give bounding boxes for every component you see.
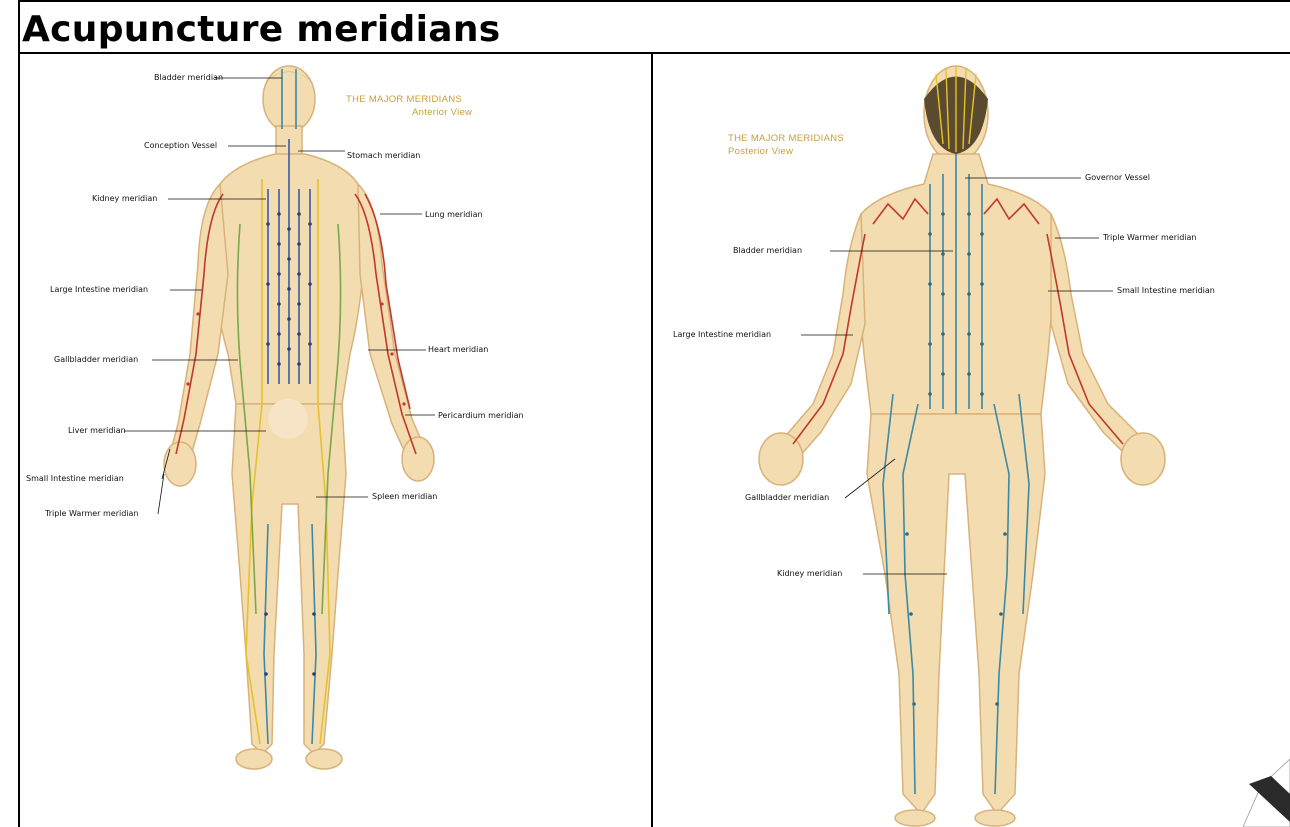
label-triple-warmer-meridian: Triple Warmer meridian bbox=[45, 509, 138, 519]
label-large-intestine-meridian: Large Intestine meridian bbox=[673, 330, 771, 340]
label-kidney-meridian: Kidney meridian bbox=[777, 569, 842, 579]
label-governor-vessel: Governor Vessel bbox=[1085, 173, 1150, 183]
label-stomach-meridian: Stomach meridian bbox=[347, 151, 420, 161]
anterior-body-illustration bbox=[20, 54, 651, 827]
label-small-intestine-meridian: Small Intestine meridian bbox=[1117, 286, 1215, 296]
posterior-heading: THE MAJOR MERIDIANS bbox=[728, 133, 844, 144]
posterior-view-figure: THE MAJOR MERIDIANS Posterior View Gover… bbox=[653, 54, 1290, 827]
label-large-intestine-meridian: Large Intestine meridian bbox=[50, 285, 148, 295]
label-spleen-meridian: Spleen meridian bbox=[372, 492, 437, 502]
label-liver-meridian: Liver meridian bbox=[68, 426, 126, 436]
label-small-intestine-meridian: Small Intestine meridian bbox=[26, 474, 124, 484]
anterior-heading: THE MAJOR MERIDIANS bbox=[346, 94, 462, 105]
anterior-subheading: Anterior View bbox=[412, 107, 472, 118]
posterior-subheading: Posterior View bbox=[728, 146, 793, 157]
label-triple-warmer-meridian: Triple Warmer meridian bbox=[1103, 233, 1196, 243]
top-rule bbox=[18, 0, 1290, 2]
document-title: Acupuncture meridians bbox=[22, 8, 501, 52]
posterior-body-illustration bbox=[653, 54, 1290, 827]
label-bladder-meridian: Bladder meridian bbox=[733, 246, 802, 256]
label-kidney-meridian: Kidney meridian bbox=[92, 194, 157, 204]
label-bladder-meridian: Bladder meridian bbox=[154, 73, 223, 83]
anterior-view-figure: THE MAJOR MERIDIANS Anterior View Bladde… bbox=[20, 54, 651, 827]
label-pericardium-meridian: Pericardium meridian bbox=[438, 411, 524, 421]
label-gallbladder-meridian: Gallbladder meridian bbox=[745, 493, 829, 503]
label-gallbladder-meridian: Gallbladder meridian bbox=[54, 355, 138, 365]
label-heart-meridian: Heart meridian bbox=[428, 345, 488, 355]
label-conception-vessel: Conception Vessel bbox=[144, 141, 217, 151]
label-lung-meridian: Lung meridian bbox=[425, 210, 483, 220]
